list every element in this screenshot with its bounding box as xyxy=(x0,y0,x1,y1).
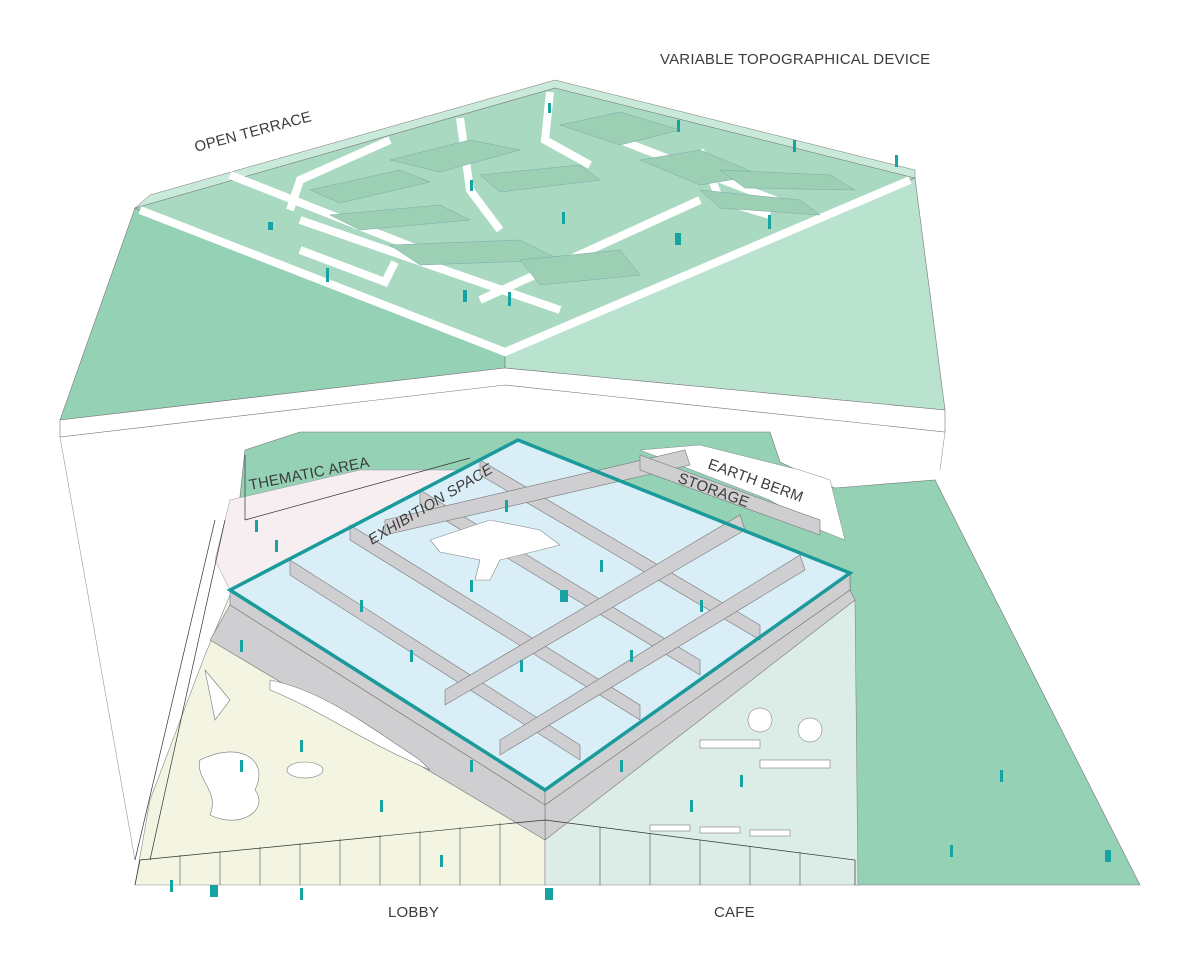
projection-lines xyxy=(59,431,946,861)
lobby-sculptures xyxy=(199,669,431,821)
label-open-terrace: OPEN TERRACE xyxy=(193,108,314,156)
facade-mullions xyxy=(179,823,801,885)
label-cafe: CAFE xyxy=(714,904,755,921)
terrace-raised-blocks xyxy=(309,111,856,286)
label-lobby: LOBBY xyxy=(388,904,439,921)
terrace-back-edge xyxy=(134,79,916,209)
terrace-paths xyxy=(138,91,912,357)
people-figures xyxy=(170,103,1111,900)
upper-terrace-level xyxy=(59,79,946,438)
ground-level xyxy=(134,431,1141,886)
glass-facade xyxy=(134,455,856,886)
label-variable-topographical-device: VARIABLE TOPOGRAPHICAL DEVICE xyxy=(660,51,930,68)
exhibition-space-outline xyxy=(226,438,854,793)
cross-sculpture xyxy=(429,519,561,581)
cafe-tables xyxy=(649,707,831,837)
